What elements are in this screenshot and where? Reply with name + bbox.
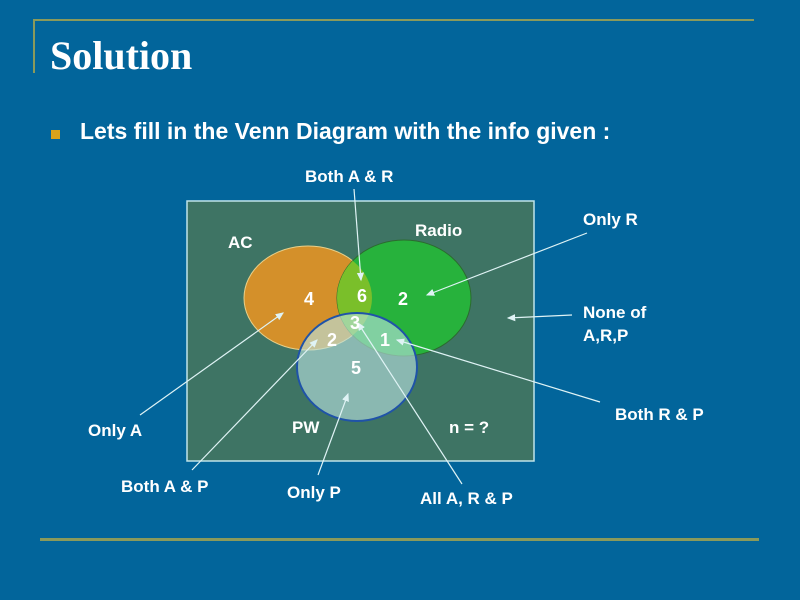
arrow-none [506, 314, 573, 322]
top-accent-rule [33, 19, 754, 21]
callout-both-r-p: Both R & P [615, 405, 704, 424]
arrow-all-a-r-p [357, 321, 463, 485]
set-label-pw: PW [292, 418, 320, 437]
arrow-only-r [425, 232, 588, 296]
bottom-accent-rule [40, 538, 759, 541]
callout-both-a-p: Both A & P [121, 477, 209, 496]
arrow-both-a-p [191, 339, 318, 471]
set-label-ac: AC [228, 233, 253, 252]
set-pw-circle [296, 312, 418, 422]
universe-label: n = ? [449, 418, 490, 437]
set-label-radio: Radio [415, 221, 463, 240]
arrow-only-p [317, 392, 349, 476]
callout-none-line1: None of [583, 303, 647, 322]
slide-title: Solution [50, 33, 193, 78]
region-only-a: 4 [304, 289, 315, 309]
callout-none-line2: A,R,P [583, 326, 629, 345]
region-a-r-p: 3 [350, 313, 361, 333]
callout-only-r: Only R [583, 210, 638, 229]
region-a-and-p: 2 [327, 330, 338, 350]
bullet-square-icon [51, 130, 60, 139]
bullet-text: Lets fill in the Venn Diagram with the i… [80, 118, 611, 144]
callout-both-a-r: Both A & R [305, 167, 394, 186]
callout-only-p: Only P [287, 483, 341, 502]
arrow-only-a [139, 312, 284, 416]
region-r-and-p: 1 [380, 330, 391, 350]
left-accent-rule [33, 19, 35, 73]
callout-only-a: Only A [88, 421, 143, 440]
callout-all-a-r-p: All A, R & P [420, 489, 513, 508]
region-only-p: 5 [351, 358, 362, 378]
arrow-both-a-r [353, 188, 365, 282]
region-only-r: 2 [398, 289, 409, 309]
arrow-both-r-p [395, 338, 601, 403]
region-a-and-r: 6 [357, 286, 368, 306]
